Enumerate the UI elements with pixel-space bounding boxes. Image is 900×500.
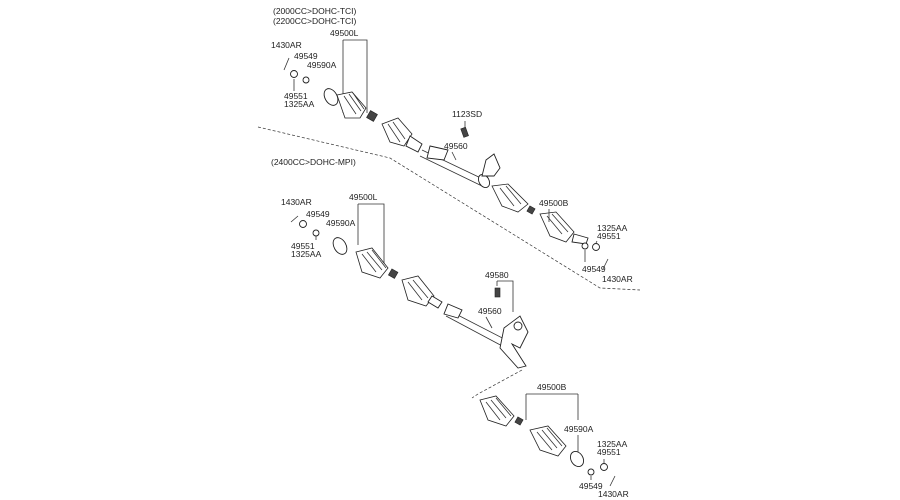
dust-cover-lower-right xyxy=(569,451,585,467)
dust-cover-lower-left xyxy=(332,237,348,255)
label-49551-lower-left: 49551 xyxy=(291,241,315,251)
leader-49560-upper xyxy=(451,151,457,161)
label-49551-upper-right: 49551 xyxy=(597,231,621,241)
upper-assembly: 49500L 1430AR 49549 49590A 49551 1325AA xyxy=(271,28,633,284)
variant-label-2200cc: (2200CC>DOHC-TCI) xyxy=(273,16,357,26)
leader-nut-upper-right xyxy=(595,240,598,244)
bolt-1123SD xyxy=(460,126,469,138)
label-49549-upper-right: 49549 xyxy=(582,264,606,274)
lower-assembly: 1430AR 49500L 49549 49590A 49551 1325AA … xyxy=(281,192,629,499)
label-49549-lower-left: 49549 xyxy=(306,209,330,219)
label-49500L-lower: 49500L xyxy=(349,192,378,202)
intermediate-shaft-upper xyxy=(419,145,491,189)
washer-upper-right xyxy=(581,242,589,250)
washer-lower-left xyxy=(312,229,320,237)
bearing-bracket-lower xyxy=(499,315,529,369)
label-49551-lower-right: 49551 xyxy=(597,447,621,457)
section-divider xyxy=(257,126,641,291)
label-1430AR-upper-left: 1430AR xyxy=(271,40,302,50)
outer-cv-joint-upper-right xyxy=(491,183,589,245)
label-49560-lower: 49560 xyxy=(478,306,502,316)
label-1430AR-lower-right: 1430AR xyxy=(598,489,629,499)
label-1325AA-lower-right: 1325AA xyxy=(597,439,628,449)
outer-cv-joint-upper-left xyxy=(336,91,378,122)
dust-cover-upper-left xyxy=(323,88,339,106)
intermediate-shaft-lower xyxy=(443,303,511,349)
leader-49500L-lower xyxy=(357,203,385,270)
leader-49560-lower xyxy=(485,316,493,329)
lower-guide-dash xyxy=(471,369,523,399)
inner-cv-joint-lower-left xyxy=(401,275,443,309)
bracket-bolt-hole-lower xyxy=(513,321,523,331)
nut-lower-left xyxy=(299,220,307,228)
label-49549-upper-left: 49549 xyxy=(294,51,318,61)
nut-upper-right xyxy=(592,243,600,251)
leader-49580 xyxy=(496,280,514,312)
label-49500B-lower: 49500B xyxy=(537,382,567,392)
variant-label-2000cc: (2000CC>DOHC-TCI) xyxy=(273,6,357,16)
label-49590A-lower-right: 49590A xyxy=(564,424,594,434)
label-49500L-upper: 49500L xyxy=(330,28,359,38)
label-49549-lower-right: 49549 xyxy=(579,481,603,491)
label-49551-upper-left: 49551 xyxy=(284,91,308,101)
bearing-bracket-upper xyxy=(481,153,501,177)
washer-lower-right xyxy=(587,468,595,476)
cotter-pin-upper-left xyxy=(283,57,290,71)
nut-upper-left xyxy=(290,70,298,78)
label-1325AA-upper-left: 1325AA xyxy=(284,99,315,109)
bolt-49580 xyxy=(494,287,501,298)
label-49580: 49580 xyxy=(485,270,509,280)
outer-cv-joint-lower-right xyxy=(479,395,567,457)
cotter-pin-upper-right xyxy=(602,258,609,270)
label-1430AR-lower-left: 1430AR xyxy=(281,197,312,207)
outer-cv-joint-lower-left xyxy=(355,247,399,279)
label-49500B-upper: 49500B xyxy=(539,198,569,208)
label-49590A-upper-left: 49590A xyxy=(307,60,337,70)
washer-upper-left xyxy=(302,76,310,84)
leader-49500B-lower xyxy=(525,393,579,420)
label-49560-upper: 49560 xyxy=(444,141,468,151)
label-49590A-lower-left: 49590A xyxy=(326,218,356,228)
label-1430AR-upper-right: 1430AR xyxy=(602,274,633,284)
inner-cv-joint-upper-left xyxy=(381,117,423,153)
cotter-pin-lower-right xyxy=(609,475,616,487)
label-1123SD: 1123SD xyxy=(452,109,482,119)
cotter-pin-lower-left xyxy=(290,215,299,223)
variant-label-2400cc: (2400CC>DOHC-MPI) xyxy=(271,157,356,167)
label-1325AA-lower-left: 1325AA xyxy=(291,249,322,259)
label-1325AA-upper-right: 1325AA xyxy=(597,223,628,233)
nut-lower-right xyxy=(600,463,608,471)
